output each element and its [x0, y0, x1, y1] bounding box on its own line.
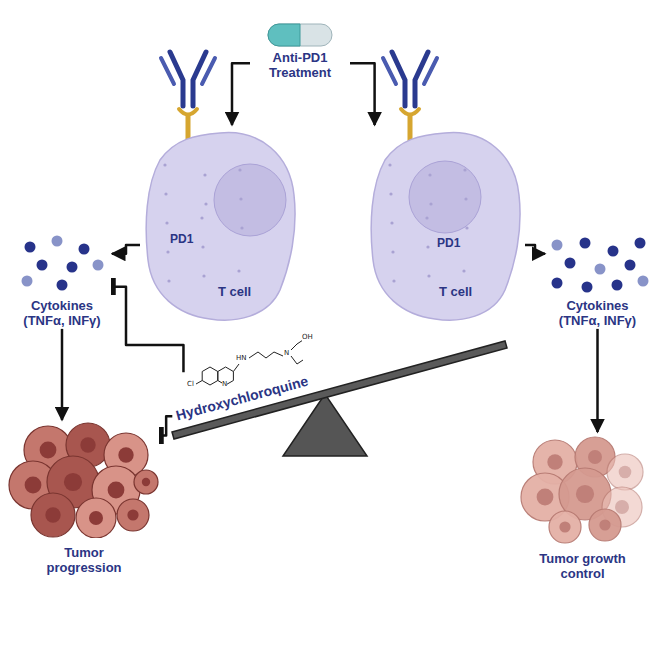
- cell-label: T cell: [218, 285, 251, 300]
- cytokine-dots: [12, 235, 112, 295]
- inhibition-line: [160, 416, 172, 435]
- arrow: [350, 63, 375, 125]
- atom-label: OH: [302, 334, 313, 341]
- atom-label: N: [222, 381, 227, 388]
- tumor-cells: [510, 432, 655, 544]
- arrow: [525, 245, 545, 254]
- node-label: Cytokines (TNFα, INFγ): [545, 299, 650, 329]
- node-label: Tumor growth control: [533, 552, 633, 582]
- arrow: [112, 245, 140, 254]
- cell-label: PD1: [170, 233, 193, 247]
- capsule-icon: [250, 22, 350, 48]
- node-label: Anti-PD1 Treatment: [250, 51, 350, 81]
- tumor-mass: Tumor growth control: [510, 432, 655, 582]
- arrow: [232, 63, 250, 125]
- drug-label: Hydroxychloroquine: [172, 372, 312, 424]
- node-label: Cytokines (TNFα, INFγ): [12, 299, 112, 329]
- cytokine-dots: [545, 235, 650, 295]
- arrow: [596, 329, 599, 432]
- cytokine-cluster: Cytokines (TNFα, INFγ): [545, 235, 650, 329]
- atom-label: N: [284, 350, 289, 357]
- t-cell: PD1 T cell: [140, 125, 300, 325]
- antibody: [161, 52, 215, 106]
- tumor-cells: [8, 420, 160, 538]
- antibody: [383, 52, 437, 106]
- drug-capsule: Anti-PD1 Treatment: [250, 22, 350, 81]
- node-label: Tumor progression: [34, 546, 134, 576]
- tumor-mass: Tumor progression: [8, 420, 160, 576]
- cell-label: T cell: [439, 285, 472, 300]
- cell-label: PD1: [437, 237, 460, 251]
- cytokine-cluster: Cytokines (TNFα, INFγ): [12, 235, 112, 329]
- arrow: [61, 329, 64, 420]
- atom-label: HN: [236, 355, 247, 362]
- t-cell: PD1 T cell: [365, 125, 525, 325]
- atom-label: Cl: [187, 381, 194, 388]
- node-label: Hydroxychloroquine: [172, 372, 312, 424]
- seesaw-beam: [172, 341, 507, 439]
